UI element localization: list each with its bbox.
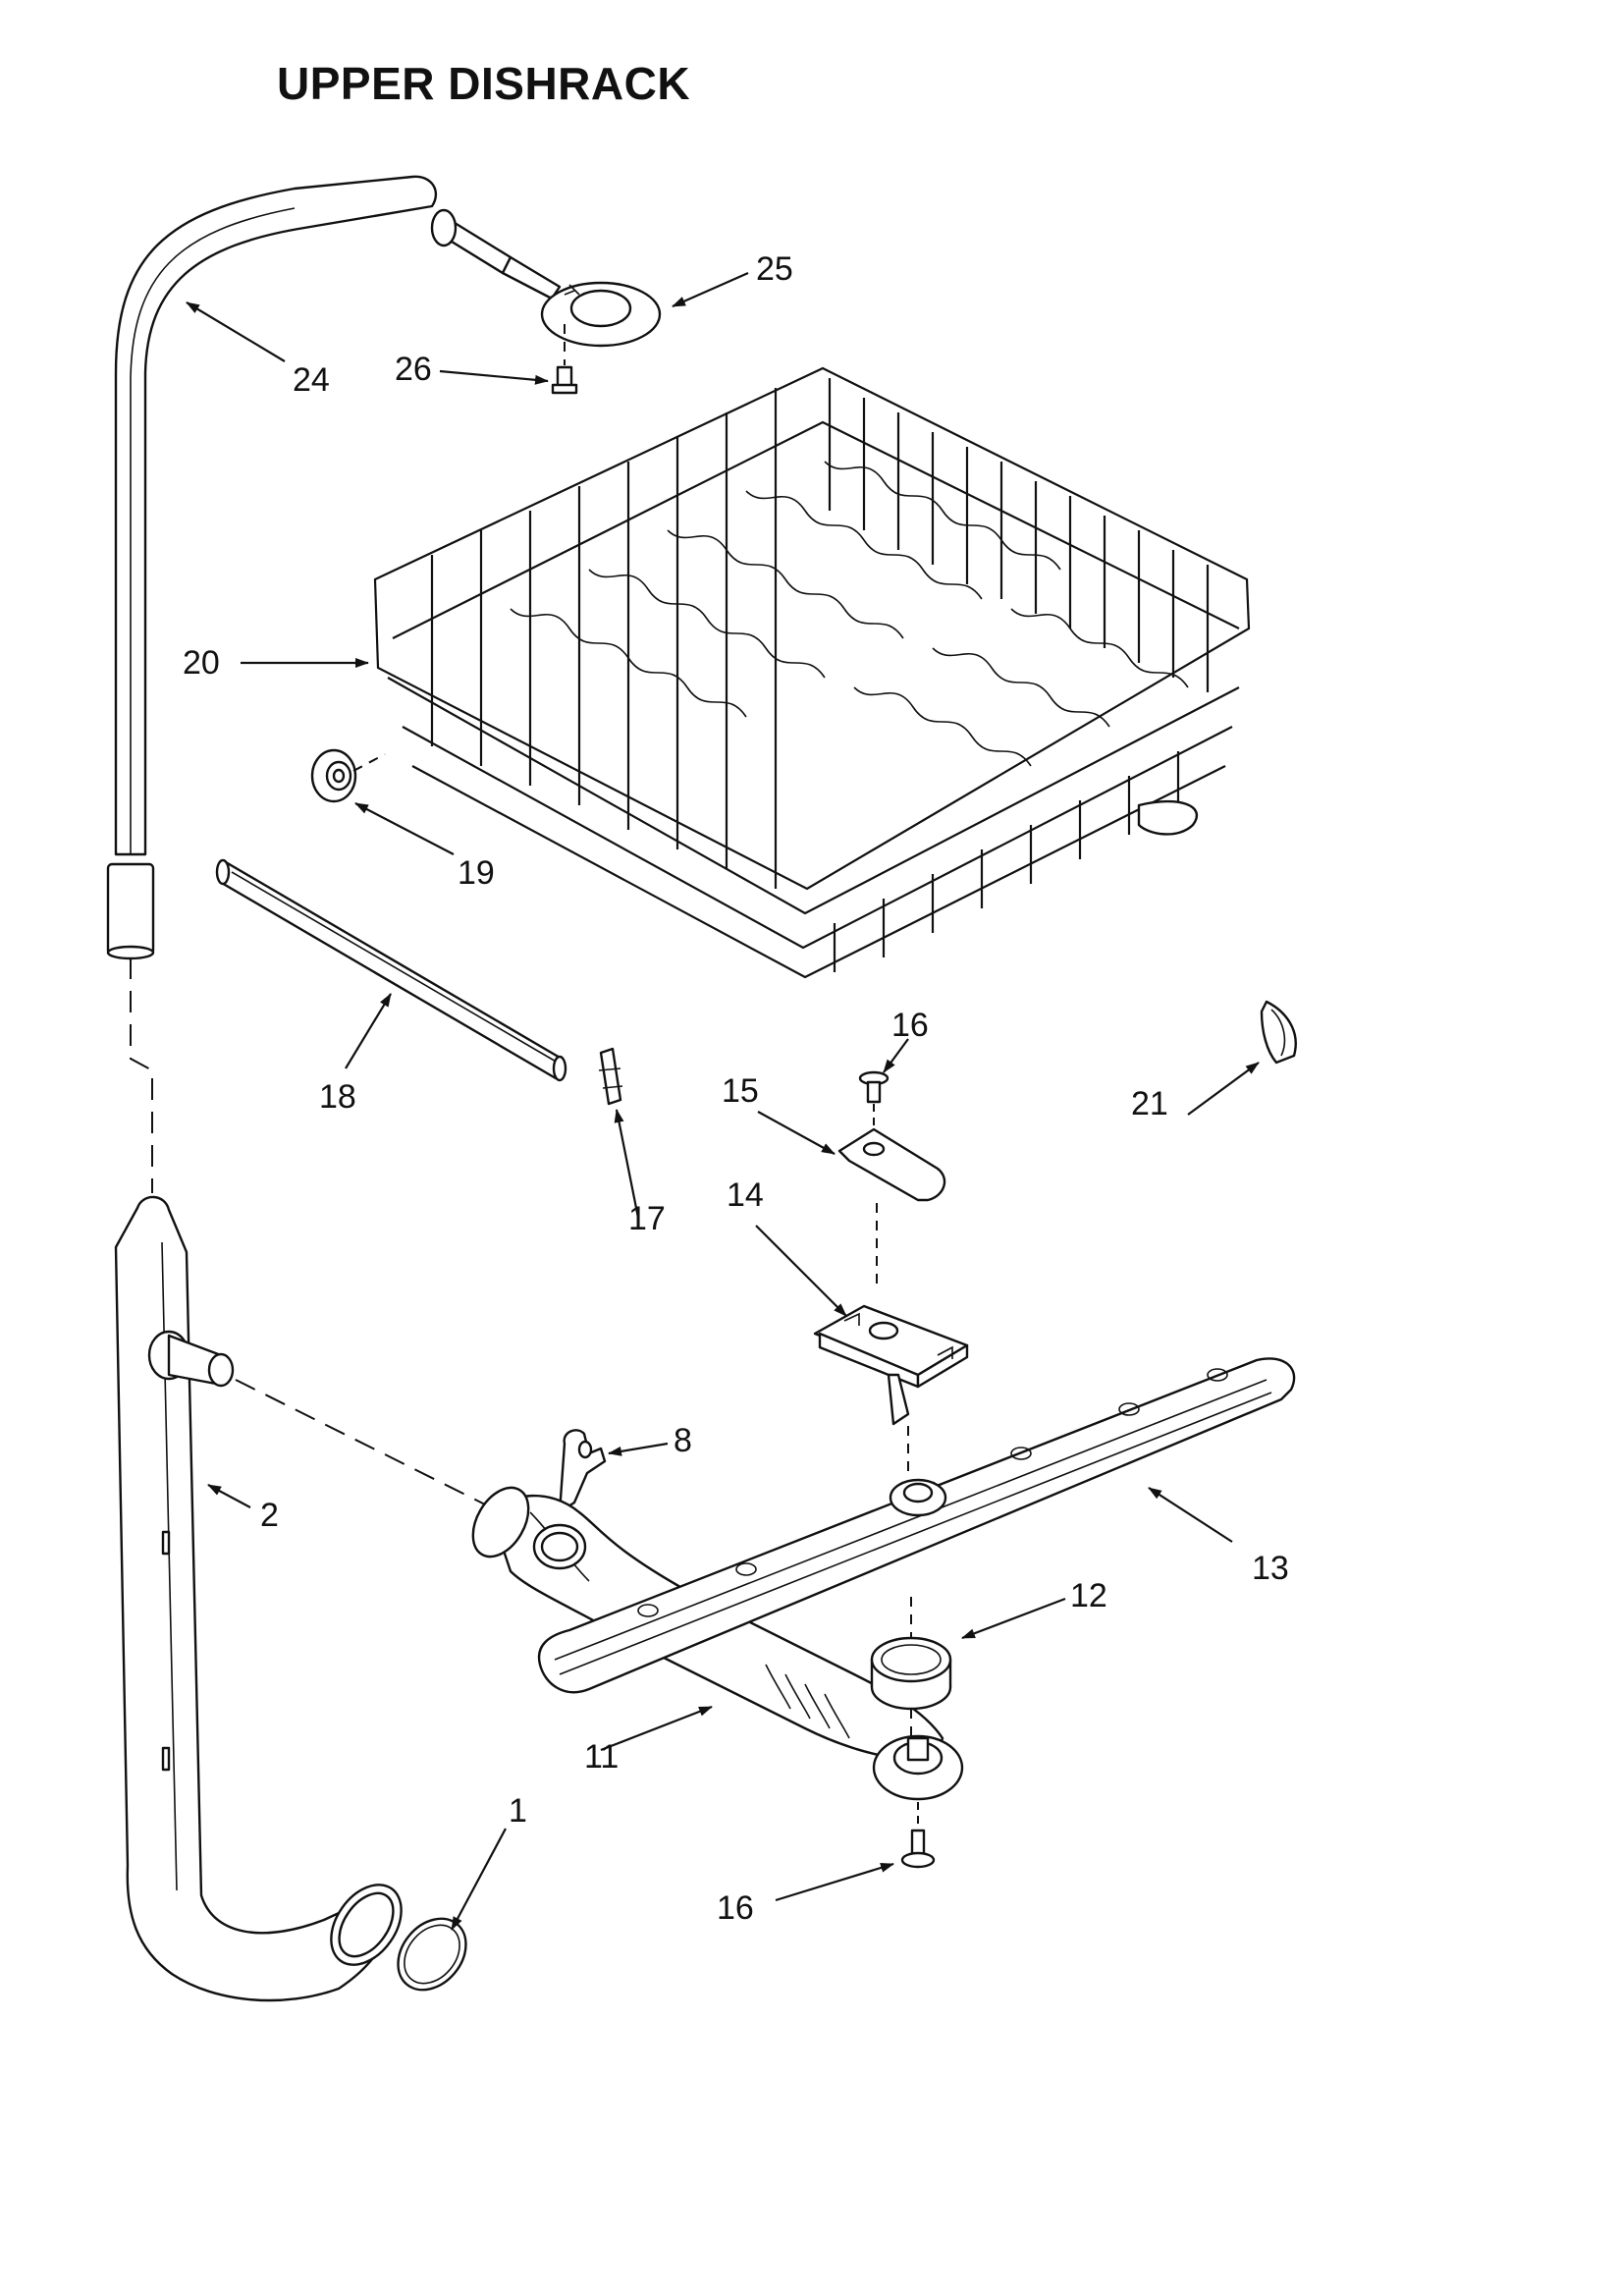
part-20-dishrack	[373, 366, 1251, 979]
callout-20: 20	[183, 644, 220, 682]
part-19-roller	[310, 748, 386, 803]
leader-arrows	[186, 271, 1260, 1931]
callout-25: 25	[756, 250, 793, 288]
callout-12: 12	[1070, 1577, 1107, 1614]
part-1-o-ring	[397, 1917, 467, 1992]
callout-16-top: 16	[891, 1007, 929, 1044]
callout-17: 17	[628, 1200, 666, 1237]
callout-15: 15	[722, 1072, 759, 1110]
callout-19: 19	[458, 854, 495, 892]
part-21-clip	[1260, 1000, 1297, 1065]
callout-labels: 25 24 26 20 19 18 17 21 16 15 14 8 2 13 …	[183, 250, 1289, 1927]
callout-16-bottom: 16	[717, 1889, 754, 1927]
part-24-supply-tube	[106, 175, 438, 960]
callout-2: 2	[260, 1497, 279, 1534]
part-14-mount	[813, 1304, 969, 1473]
part-26-screw	[551, 324, 578, 395]
part-13-upper-spray-arm	[537, 1357, 1296, 1694]
part-8-bracket	[558, 1429, 607, 1514]
callout-26: 26	[395, 351, 432, 388]
callout-24: 24	[293, 361, 330, 399]
alignment-line-manifold	[235, 1379, 492, 1508]
part-17-clip	[598, 1047, 623, 1106]
callout-11: 11	[584, 1738, 619, 1776]
part-2-manifold	[114, 1195, 403, 2002]
callout-8: 8	[674, 1422, 692, 1459]
callout-21: 21	[1131, 1085, 1168, 1122]
page-title: UPPER DISHRACK	[277, 58, 691, 109]
callout-18: 18	[319, 1078, 356, 1116]
part-16-screw-bottom	[900, 1802, 936, 1869]
part-16-screw-top	[858, 1070, 890, 1129]
part-12-seal-ring	[870, 1597, 952, 1738]
callout-1: 1	[509, 1792, 527, 1830]
callout-13: 13	[1252, 1550, 1289, 1587]
callout-14: 14	[727, 1176, 764, 1214]
part-18-rail	[215, 858, 567, 1082]
part-15-bracket	[837, 1127, 946, 1286]
part-25-connector	[430, 208, 662, 348]
alignment-line-tube	[130, 957, 153, 1193]
